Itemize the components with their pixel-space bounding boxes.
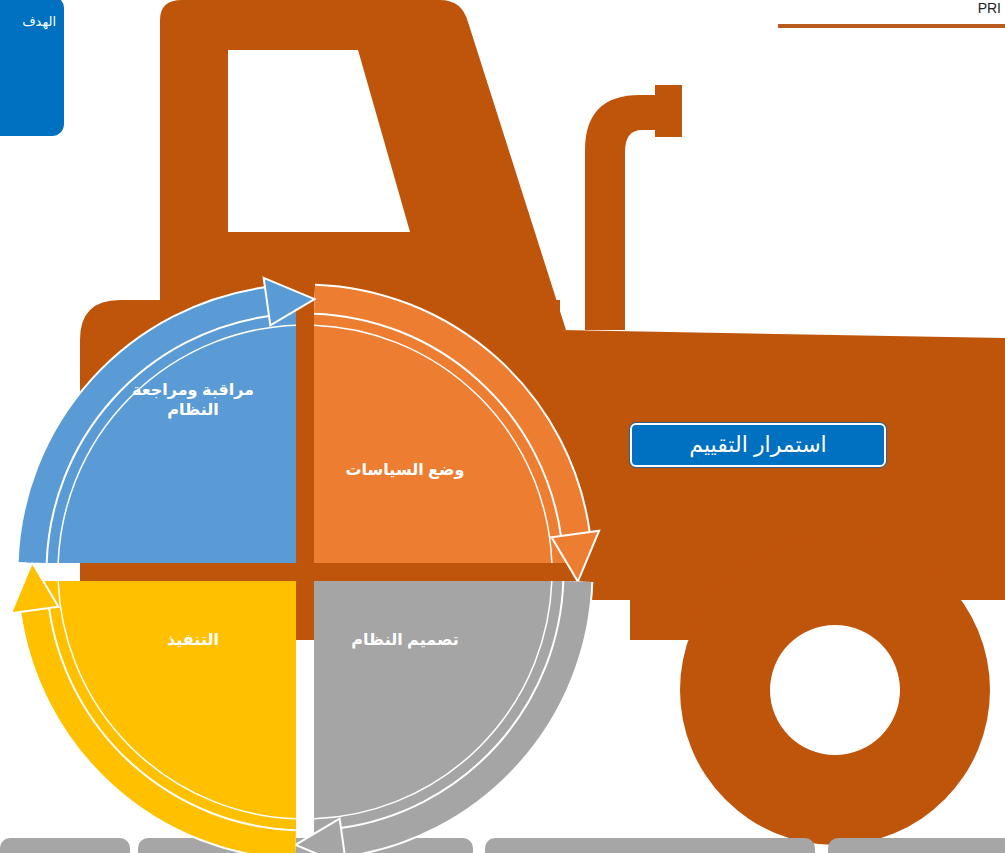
cycle-arrow xyxy=(11,562,296,844)
cycle-quadrant: مراقبة ومراجعة النظام xyxy=(25,292,296,563)
footer-tab xyxy=(138,838,473,853)
arrow-outline xyxy=(315,299,576,534)
arrow-band xyxy=(343,582,578,843)
cycle-arrow xyxy=(315,299,600,581)
arrow-outline xyxy=(35,610,296,845)
quadrant-shape xyxy=(314,581,585,852)
quadrant-fill xyxy=(27,581,296,850)
quadrant-fill xyxy=(314,294,583,563)
arrow-outline xyxy=(343,582,578,843)
quadrant-inner-line xyxy=(314,581,552,819)
quadrant-fill xyxy=(314,581,583,850)
arrow-head xyxy=(295,819,346,853)
cycle-arrow xyxy=(32,278,314,563)
front-wheel xyxy=(680,535,990,845)
cycle-quadrant: وضع السياسات xyxy=(314,292,585,563)
quadrant-label: مراقبة ومراجعة النظام xyxy=(118,380,268,420)
arrow-outline xyxy=(32,302,267,563)
footer-tab xyxy=(828,838,1005,853)
tab-label: الهدف xyxy=(2,14,56,30)
cab-window xyxy=(228,50,410,232)
arrow-head xyxy=(264,278,315,326)
quadrant-inner-line xyxy=(58,581,296,819)
arrow-band xyxy=(315,299,576,534)
footer-tab xyxy=(485,838,815,853)
corner-tab: الهدف xyxy=(0,0,64,136)
quadrant-shape xyxy=(25,581,296,852)
cycle-arrow xyxy=(295,582,577,853)
quadrant-label: تصميم النظام xyxy=(330,630,480,650)
arrow-head xyxy=(11,562,59,613)
header-text: PRI xyxy=(978,0,1001,16)
process-box: استمرار التقييم xyxy=(630,423,886,467)
arrow-band xyxy=(32,302,267,563)
quadrant-label: وضع السياسات xyxy=(330,460,480,480)
quadrant-shape xyxy=(314,292,585,563)
header-rule xyxy=(778,24,1005,28)
quadrant-label: التنفيذ xyxy=(118,630,268,650)
footer-tab xyxy=(0,838,130,853)
quadrant-inner-line xyxy=(314,325,552,563)
box-label: استمرار التقييم xyxy=(689,431,826,459)
arrow-band xyxy=(35,610,296,845)
exhaust-pipe xyxy=(585,85,682,330)
tractor-cab xyxy=(160,0,566,330)
arrow-head xyxy=(552,531,600,582)
wheel-hub xyxy=(770,625,900,755)
cycle-quadrant: التنفيذ xyxy=(25,581,296,852)
quadrant-fill xyxy=(27,294,296,563)
cycle-quadrant: تصميم النظام xyxy=(314,581,585,852)
quadrant-shape xyxy=(25,292,296,563)
quadrant-inner-line xyxy=(58,325,296,563)
